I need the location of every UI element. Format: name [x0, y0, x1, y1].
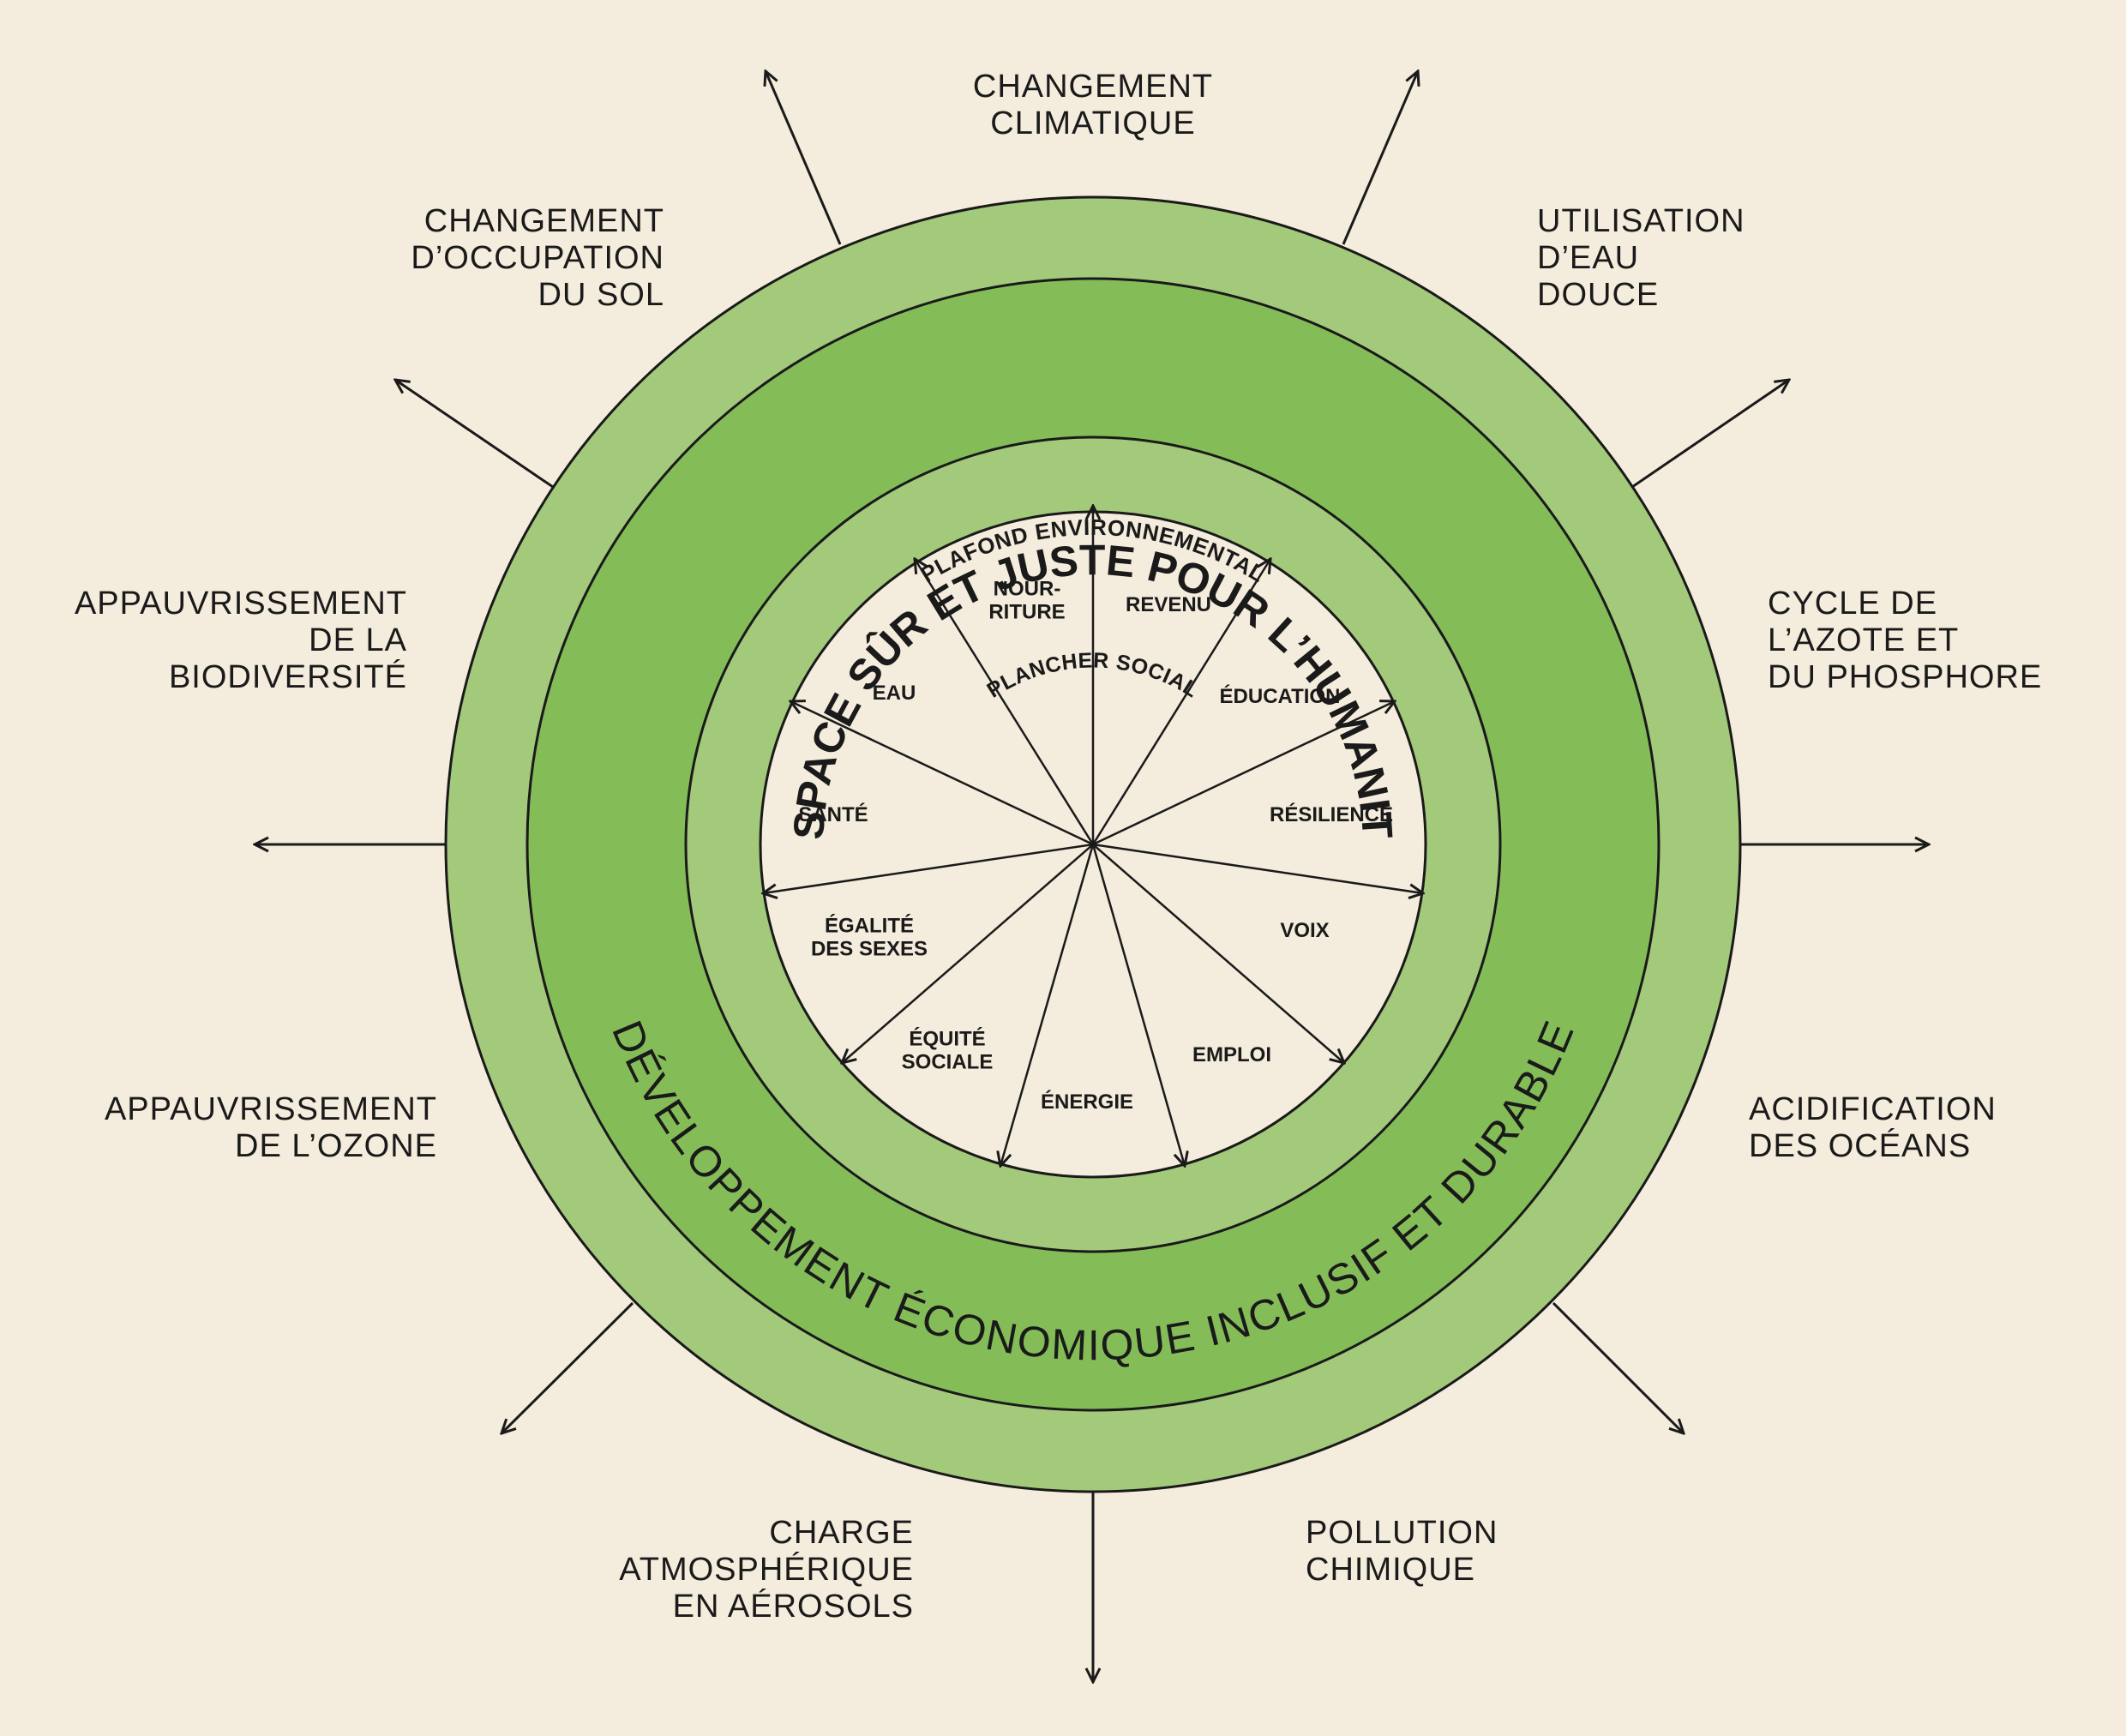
foundation-label-line: SANTÉ — [798, 802, 868, 826]
boundary-label-line: DU SOL — [538, 277, 664, 313]
boundary-label-line: ACIDIFICATION — [1749, 1091, 1997, 1127]
foundation-arrow-gender — [763, 843, 1094, 893]
foundation-label-line: VOIX — [1280, 919, 1329, 942]
boundary-arrow-land — [395, 380, 554, 489]
foundation-label-income: REVENU — [1126, 593, 1211, 616]
boundary-label-line: D’OCCUPATION — [411, 240, 664, 276]
foundation-arrow-water — [915, 559, 1095, 845]
boundary-arrow-climate — [766, 71, 842, 245]
boundary-arrow-freshwater — [1342, 71, 1418, 245]
outward-arrows — [255, 71, 1929, 1682]
foundation-arrow-resilience — [1092, 843, 1423, 893]
foundation-label-line: EMPLOI — [1192, 1043, 1271, 1066]
boundary-label-line: L’AZOTE ET — [1768, 622, 1960, 658]
foundation-label-line: NOUR- — [994, 578, 1061, 601]
foundation-label-line: RITURE — [988, 601, 1065, 624]
boundary-label-line: CLIMATIQUE — [990, 105, 1196, 141]
foundation-label-line: DES SEXES — [811, 938, 928, 961]
foundation-arrow-income — [1091, 559, 1270, 845]
boundary-label-line: DE LA — [309, 622, 407, 658]
foundation-label-jobs: EMPLOI — [1192, 1043, 1271, 1066]
foundation-label-line: REVENU — [1126, 593, 1211, 616]
boundary-label-line: CHIMIQUE — [1306, 1552, 1475, 1588]
boundary-label-line: UTILISATION — [1537, 203, 1745, 239]
foundation-label-line: ÉGALITÉ — [825, 914, 914, 938]
boundary-arrow-nitrogen — [1631, 380, 1789, 489]
foundation-label-resilience: RÉSILIENCE — [1270, 802, 1393, 826]
social-foundation-labels: NOUR-RITURE REVENU ÉDUCATION RÉSILIENCE VOIX… — [798, 578, 1393, 1114]
foundation-arrow-equity — [842, 844, 1094, 1063]
boundary-label-line: DE L’OZONE — [235, 1128, 437, 1164]
foundation-label-line: EAU — [873, 682, 916, 705]
boundary-label-line: DU PHOSPHORE — [1768, 659, 2043, 695]
foundation-arrow-energy — [1000, 844, 1095, 1166]
boundary-label-line: ATMOSPHÉRIQUE — [619, 1552, 914, 1588]
boundary-label-line: D’EAU — [1537, 240, 1640, 276]
boundary-label-line: APPAUVRISSEMENT — [104, 1091, 437, 1127]
boundary-label-line: APPAUVRISSEMENT — [74, 586, 407, 622]
foundation-label-education: ÉDUCATION — [1220, 684, 1341, 708]
boundary-arrow-ozone — [501, 1301, 634, 1433]
boundary-label-line: EN AÉROSOLS — [672, 1589, 914, 1625]
boundary-label-line: CHARGE — [769, 1515, 914, 1551]
foundation-label-food: NOUR-RITURE — [988, 578, 1065, 624]
foundation-arrow-education — [1092, 701, 1395, 846]
boundary-arrow-chemical — [1552, 1301, 1684, 1433]
foundation-label-energy: ÉNERGIE — [1041, 1090, 1133, 1114]
foundation-arrow-jobs — [1091, 844, 1185, 1166]
boundary-label-line: BIODIVERSITÉ — [168, 659, 407, 695]
boundary-label-line: CHANGEMENT — [972, 69, 1214, 105]
foundation-label-line: ÉNERGIE — [1041, 1090, 1133, 1114]
foundation-label-line: RÉSILIENCE — [1270, 802, 1393, 826]
foundation-label-voice: VOIX — [1280, 919, 1329, 942]
boundary-label-line: CHANGEMENT — [423, 203, 664, 239]
foundation-arrow-health — [790, 701, 1094, 846]
foundation-arrow-voice — [1092, 844, 1344, 1063]
foundation-label-health: SANTÉ — [798, 802, 868, 826]
inner-arrows — [763, 506, 1423, 1166]
boundary-label-line: POLLUTION — [1306, 1515, 1498, 1551]
boundary-label-line: DES OCÉANS — [1749, 1128, 1972, 1164]
foundation-label-line: ÉQUITÉ — [909, 1027, 985, 1051]
boundary-label-line: DOUCE — [1537, 277, 1660, 313]
boundary-label-line: CYCLE DE — [1768, 586, 1938, 622]
foundation-label-line: ÉDUCATION — [1220, 684, 1341, 708]
foundation-label-line: SOCIALE — [902, 1051, 994, 1074]
foundation-label-water: EAU — [873, 682, 916, 705]
